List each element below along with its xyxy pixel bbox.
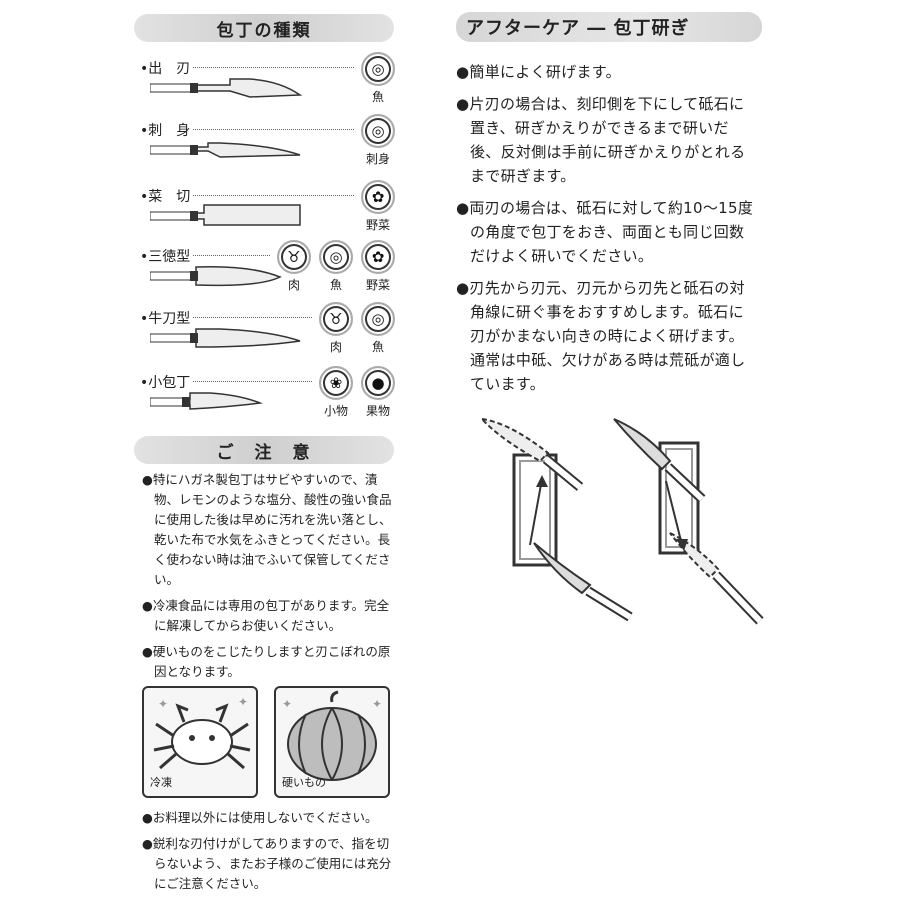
food-label: 刺身 [365, 152, 390, 166]
dotted-leader [180, 195, 354, 196]
food-icon-group: ♉肉 [316, 302, 356, 355]
caution-notes: ●特にハガネ製包丁はサビやすいので、漬物、レモンのような塩分、酸性の強い食品に使… [142, 470, 398, 688]
arrow-icon [529, 475, 548, 546]
icon-glyph: ♉ [287, 247, 301, 266]
icon-glyph: ◎ [371, 309, 385, 328]
caution-heading: ご 注 意 [134, 436, 394, 464]
meat-icon: ♉ [277, 240, 311, 274]
knife-name: •三徳型 [140, 246, 193, 266]
knife-types-heading: 包丁の種類 [134, 14, 394, 42]
dotted-leader [180, 381, 312, 382]
pumpkin-icon: ✦✦ [282, 690, 382, 781]
icon-glyph: ❀ [329, 373, 343, 392]
sharpening-diagram [479, 417, 764, 625]
knife-icon [150, 265, 282, 287]
whetstone-icon [512, 453, 558, 567]
svg-text:✦: ✦ [372, 697, 382, 711]
dotted-leader [180, 129, 354, 130]
knife-row: •三徳型♉肉◎魚✿野菜 [140, 240, 400, 306]
knife-lower-icon [533, 542, 633, 622]
food-icon-group: ● 果物 [358, 366, 398, 419]
food-label: 肉 [287, 278, 300, 292]
knife-name: •牛刀型 [140, 308, 193, 328]
svg-text:✦: ✦ [282, 697, 292, 711]
knife-icon [150, 328, 301, 348]
food-label: 魚 [329, 278, 342, 292]
knife-row: •刺 身 ◎ 刺身 [140, 114, 400, 180]
knife-name: •出 刃 [140, 58, 193, 78]
crab-icon: ✦✦ [153, 695, 251, 770]
icon-glyph: ● [371, 373, 385, 392]
caution-item: ●お料理以外には使用しないでください。 [142, 810, 378, 825]
caution-item: ●鋭利な刃付けがしてありますので、指を切らないよう、またお子様のご使用には充分に… [142, 836, 392, 891]
small-items-icon: ❀ [319, 366, 353, 400]
hard-food-illustration: ✦✦ 硬いもの [274, 686, 390, 798]
icon-glyph: ✿ [371, 187, 385, 206]
aftercare-item: ●片刃の場合は、刻印側を下にして砥石に置き、研ぎかえりができるまで研いだ後、反対… [456, 95, 746, 185]
aftercare-item: ●両刃の場合は、砥石に対して約10～15度の角度で包丁をおき、両面とも同じ回数だ… [456, 199, 754, 265]
knife-row: •牛刀型♉肉◎魚 [140, 302, 400, 368]
aftercare-item: ●刃先から刃元、刃元から刃先と砥石の対角線に研ぐ事をおすすめします。砥石に刃がか… [456, 279, 746, 393]
vegetable-icon: ✿ [361, 180, 395, 214]
icon-glyph: ◎ [371, 121, 385, 140]
arrow-icon [665, 480, 688, 551]
knife-types-heading-text: 包丁の種類 [216, 20, 312, 41]
knife-icon [150, 204, 301, 226]
food-label: 野菜 [365, 218, 390, 232]
food-label: 小物 [323, 404, 348, 418]
knife-icon [150, 78, 303, 98]
food-label: 野菜 [365, 278, 390, 292]
food-label: 魚 [371, 90, 384, 104]
food-icon-group: ◎魚 [316, 240, 356, 293]
icon-glyph: ◎ [329, 247, 343, 266]
food-icon-group: ◎魚 [358, 52, 398, 105]
knife-name: •菜 切 [140, 186, 193, 206]
hard-food-label: 硬いもの [282, 776, 326, 789]
sashimi-icon: ◎ [361, 114, 395, 148]
svg-text:✦: ✦ [158, 697, 168, 711]
icon-glyph: ◎ [371, 59, 385, 78]
caution-notes-bottom: ●お料理以外には使用しないでください。 ●鋭利な刃付けがしてありますので、指を切… [142, 808, 398, 900]
frozen-label: 冷凍 [150, 776, 172, 789]
frozen-illustration: ✦✦ 冷凍 [142, 686, 258, 798]
aftercare-notes: ●簡単によく研げます。 ●片刃の場合は、刻印側を下にして砥石に置き、研ぎかえりが… [456, 60, 756, 404]
knife-name: •刺 身 [140, 120, 193, 140]
food-label: 魚 [371, 340, 384, 354]
knife-icon [150, 392, 263, 410]
vegetable-icon: ✿ [361, 240, 395, 274]
fish-icon: ◎ [319, 240, 353, 274]
dotted-leader [180, 67, 354, 68]
caution-item: ●硬いものをこじたりしますと刃こぼれの原因となります。 [142, 644, 391, 679]
caution-item: ●冷凍食品には専用の包丁があります。完全に解凍してからお使いください。 [142, 598, 390, 633]
caution-item: ●特にハガネ製包丁はサビやすいので、漬物、レモンのような塩分、酸性の強い食品に使… [142, 472, 392, 587]
dotted-leader [180, 317, 312, 318]
knife-row: •菜 切 ✿ 野菜 [140, 180, 400, 246]
svg-text:✦: ✦ [238, 695, 248, 709]
dotted-leader [180, 255, 270, 256]
food-icon-group: ◎ 刺身 [358, 114, 398, 167]
caution-heading-text: ご 注 意 [216, 442, 312, 463]
fish-icon: ◎ [361, 52, 395, 86]
knife-upper-dashed-icon [479, 417, 584, 491]
icon-glyph: ♉ [329, 309, 343, 328]
food-icon-group: ❀ 小物 [316, 366, 356, 419]
food-icon-group: ◎魚 [358, 302, 398, 355]
knife-row: •出 刃◎魚 [140, 52, 400, 118]
meat-icon: ♉ [319, 302, 353, 336]
knife-upper-icon [613, 418, 706, 503]
food-icon-group: ✿ 野菜 [358, 180, 398, 233]
knife-row: •小包丁 ❀ 小物 ● 果物 [140, 366, 400, 432]
food-icon-group: ♉肉 [274, 240, 314, 293]
knife-icon [150, 142, 301, 158]
food-label: 肉 [329, 340, 342, 354]
icon-glyph: ✿ [371, 247, 385, 266]
fish-icon: ◎ [361, 302, 395, 336]
food-icon-group: ✿ 野菜 [358, 240, 398, 293]
aftercare-item: ●簡単によく研げます。 [456, 63, 621, 81]
knife-name: •小包丁 [140, 372, 193, 392]
aftercare-heading: アフターケア ― 包丁研ぎ [456, 12, 762, 42]
food-label: 果物 [365, 404, 390, 418]
fruit-icon: ● [361, 366, 395, 400]
aftercare-heading-text: アフターケア ― 包丁研ぎ [466, 18, 690, 39]
